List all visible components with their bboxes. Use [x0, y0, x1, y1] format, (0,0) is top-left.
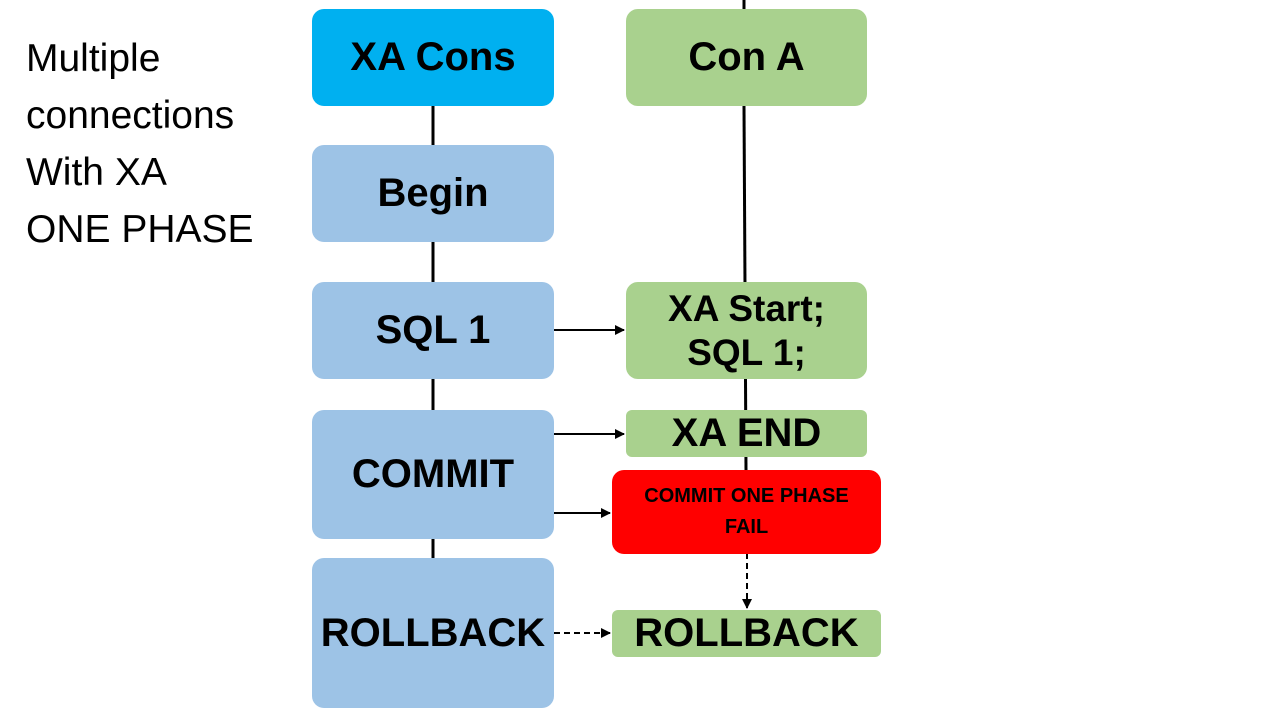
- xa-start-label: XA Start;: [668, 287, 825, 329]
- slide-title-line: With XA: [26, 151, 167, 194]
- slide-title: Multiple connections With XA ONE PHASE: [26, 30, 296, 258]
- rollback-result-label: ROLLBACK: [634, 611, 859, 655]
- begin-step: Begin: [312, 145, 554, 242]
- commit-label: COMMIT: [351, 452, 515, 496]
- sql-step: SQL 1: [312, 282, 554, 379]
- slide-title-line: ONE PHASE: [26, 208, 254, 251]
- xa-end-step: XA END: [626, 410, 867, 457]
- begin-label: Begin: [377, 171, 489, 215]
- commit-one-phase-label: COMMIT ONE PHASE: [644, 485, 849, 507]
- xa-end-label: XA END: [671, 411, 822, 455]
- sql-statement-label: SQL 1;: [687, 331, 806, 373]
- rollback-label: ROLLBACK: [320, 610, 546, 655]
- rollback-result-step: ROLLBACK: [612, 610, 881, 657]
- slide-title-line: connections: [26, 94, 235, 137]
- rollback-step: ROLLBACK: [312, 558, 554, 708]
- sql-label: SQL 1: [375, 308, 491, 352]
- commit-one-phase-fail-step: COMMIT ONE PHASE FAIL: [612, 470, 881, 554]
- con-a-label: Con A: [688, 35, 805, 79]
- xa-cons-header: XA Cons: [312, 9, 554, 106]
- slide-title-line: Multiple: [26, 37, 161, 80]
- commit-step: COMMIT: [312, 410, 554, 539]
- con-a-header: Con A: [626, 9, 867, 106]
- xa-start-step: XA Start; SQL 1;: [626, 282, 867, 379]
- fail-label: FAIL: [724, 516, 769, 538]
- xa-cons-label: XA Cons: [350, 35, 516, 79]
